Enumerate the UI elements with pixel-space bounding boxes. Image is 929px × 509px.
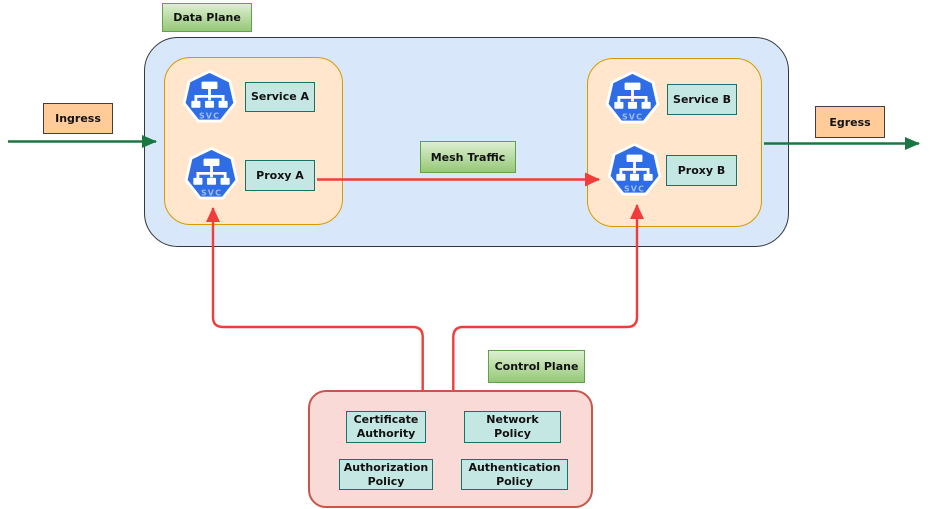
network-policy-label: Network Policy <box>486 413 538 441</box>
label-line2: Policy <box>367 474 405 488</box>
egress-label-text: Egress <box>829 115 871 129</box>
service-b-label: Service B <box>673 92 731 106</box>
control-plane-label: Control Plane <box>488 350 585 383</box>
kubernetes-svc-icon: SVC <box>181 68 238 127</box>
svg-text:SVC: SVC <box>622 112 643 121</box>
control-plane-container <box>308 390 593 508</box>
label-line1: Certificate <box>353 413 419 427</box>
proxy-a-box: Proxy A <box>245 160 315 191</box>
mesh-traffic-label-text: Mesh Traffic <box>430 150 506 164</box>
proxy-b-label: Proxy B <box>677 163 726 177</box>
svg-text:SVC: SVC <box>199 111 220 120</box>
ingress-label-text: Ingress <box>55 112 101 125</box>
svg-text:SVC: SVC <box>201 188 222 197</box>
service-b-box: Service B <box>667 84 737 115</box>
mesh-traffic-label: Mesh Traffic <box>420 141 516 173</box>
authorization-policy-label: Authorization Policy <box>344 461 428 489</box>
certificate-authority-label: Certificate Authority <box>354 413 419 441</box>
control-plane-label-text: Control Plane <box>494 360 579 373</box>
service-a-label: Service A <box>250 90 310 104</box>
authorization-policy-box: Authorization Policy <box>339 459 433 490</box>
data-plane-label: Data Plane <box>162 3 252 32</box>
proxy-b-box: Proxy B <box>666 155 737 186</box>
network-policy-box: Network Policy <box>464 411 561 443</box>
label-line2: Authority <box>356 427 416 440</box>
label-line2: Policy <box>496 474 533 488</box>
label-line1: Network <box>486 413 539 427</box>
kubernetes-svc-icon: SVC <box>604 69 661 128</box>
certificate-authority-box: Certificate Authority <box>346 411 426 443</box>
data-plane-label-text: Data Plane <box>173 11 241 24</box>
ingress-label: Ingress <box>43 103 113 134</box>
service-a-box: Service A <box>245 82 315 112</box>
label-line1: Authorization <box>343 460 429 474</box>
label-line1: Authentication <box>468 460 561 474</box>
kubernetes-svc-icon: SVC <box>606 141 663 200</box>
authentication-policy-label: Authentication Policy <box>468 461 560 489</box>
svg-text:SVC: SVC <box>624 184 645 193</box>
label-line2: Policy <box>494 427 531 440</box>
egress-label: Egress <box>815 106 885 138</box>
authentication-policy-box: Authentication Policy <box>461 459 568 490</box>
kubernetes-svc-icon: SVC <box>183 145 240 204</box>
proxy-a-label: Proxy A <box>256 168 304 182</box>
